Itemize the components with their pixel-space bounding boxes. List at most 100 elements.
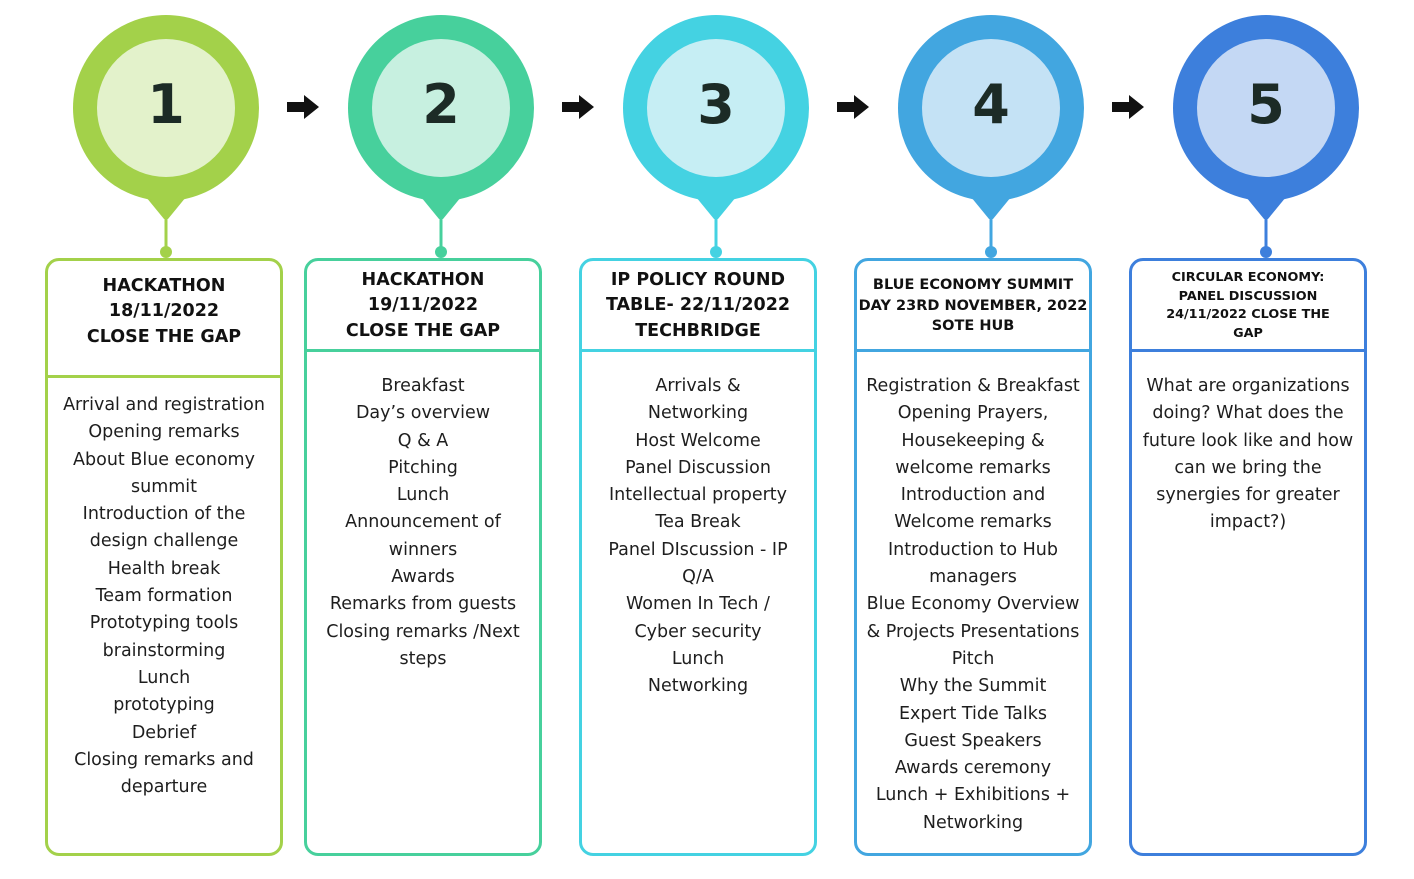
agenda-item: Opening Prayers, (897, 403, 1049, 424)
card-title-line: HACKATHON (361, 269, 485, 290)
agenda-item: Awards ceremony (894, 758, 1052, 779)
agenda-item: Announcement of (345, 512, 501, 533)
agenda-item: Housekeeping & (901, 430, 1045, 451)
agenda-item: Closing remarks /Next (326, 621, 520, 642)
card-title-line: SOTE HUB (931, 318, 1015, 335)
card-divider (304, 349, 542, 352)
agenda-item: Panel DIscussion - IP (608, 539, 788, 560)
step-card-4: BLUE ECONOMY SUMMIT DAY 23RD NOVEMBER, 20… (854, 258, 1092, 856)
agenda-item: Panel Discussion (625, 457, 771, 478)
card-title-line: TABLE- 22/11/2022 (605, 295, 791, 316)
agenda-item: Health break (107, 558, 221, 579)
agenda-item: About Blue economy (73, 449, 255, 470)
agenda-item: Q & A (397, 430, 449, 451)
card-divider (1129, 349, 1367, 352)
right-arrow-icon (836, 94, 870, 120)
agenda-item: Host Welcome (635, 430, 761, 451)
agenda-item: Q/A (682, 567, 714, 588)
pin-shape-icon (73, 15, 259, 258)
step-marker-5: 5 (1173, 15, 1359, 258)
pin-shape-icon (348, 15, 534, 258)
agenda-item: departure (120, 777, 208, 798)
agenda-item: Blue Economy Overview (866, 594, 1080, 615)
step-number: 2 (422, 73, 460, 136)
pin-shape-icon (1173, 15, 1359, 258)
agenda-item: Pitching (388, 457, 458, 478)
step-marker-1: 1 (73, 15, 259, 258)
card-title-line: GAP (1233, 325, 1263, 341)
agenda-item: & Projects Presentations (866, 621, 1080, 642)
agenda-item: prototyping (113, 695, 215, 716)
agenda-item: Guest Speakers (904, 730, 1042, 751)
card-title-line: HACKATHON (102, 275, 226, 296)
agenda-item: future look like and how (1142, 430, 1354, 451)
agenda-item: What are organizations (1146, 376, 1350, 396)
agenda-item: doing? What does the (1152, 403, 1344, 424)
card-divider (579, 349, 817, 352)
card-title-line: TECHBRIDGE (635, 320, 761, 341)
step-marker-4: 4 (898, 15, 1084, 258)
card-divider (854, 349, 1092, 352)
agenda-item: Lunch + Exhibitions + (875, 785, 1071, 806)
agenda-item: Expert Tide Talks (899, 703, 1047, 724)
agenda-item: Debrief (131, 722, 197, 743)
card-title: BLUE ECONOMY SUMMIT DAY 23RD NOVEMBER, 20… (857, 261, 1089, 351)
agenda-item: Day’s overview (355, 403, 491, 424)
agenda-item: Introduction to Hub (887, 539, 1059, 560)
step-marker-2: 2 (348, 15, 534, 258)
agenda-item: Welcome remarks (894, 512, 1052, 533)
agenda-item: Pitch (951, 648, 995, 669)
card-title-line: BLUE ECONOMY SUMMIT (872, 277, 1074, 294)
agenda-item: Women In Tech / (626, 594, 770, 615)
agenda-item: Arrivals & (655, 376, 741, 396)
card-title-line: DAY 23RD NOVEMBER, 2022 (858, 297, 1088, 314)
agenda-item: Team formation (95, 586, 233, 607)
card-title-line: 19/11/2022 (367, 295, 479, 316)
agenda-item: Networking (647, 676, 749, 697)
card-divider (45, 375, 283, 378)
agenda-item: Lunch (396, 485, 450, 506)
agenda-item: steps (399, 648, 447, 669)
right-arrow-icon (286, 94, 320, 120)
agenda-item: summit (130, 476, 198, 497)
card-title-line: CIRCULAR ECONOMY: (1171, 270, 1325, 285)
agenda-item: brainstorming (102, 640, 226, 661)
agenda-item: design challenge (89, 531, 239, 552)
agenda-item: synergies for greater (1156, 485, 1340, 506)
agenda-item: Prototyping tools (89, 613, 239, 634)
agenda-item: Lunch (137, 667, 191, 688)
agenda-item: Breakfast (381, 376, 465, 396)
card-title-line: 18/11/2022 (108, 301, 220, 322)
agenda-item: Networking (647, 403, 749, 424)
agenda-item: Closing remarks and (74, 749, 254, 770)
right-arrow-icon (1111, 94, 1145, 120)
agenda-item: Opening remarks (88, 422, 240, 443)
agenda-item: Remarks from guests (329, 594, 517, 615)
agenda-item: Tea Break (655, 512, 741, 533)
card-title-line: CLOSE THE GAP (345, 320, 501, 341)
card-title-line: IP POLICY ROUND (610, 269, 786, 290)
card-title-line: PANEL DISCUSSION (1178, 288, 1318, 304)
agenda-item: Cyber security (634, 621, 762, 642)
agenda-item: Networking (922, 812, 1024, 833)
agenda-list: What are organizations doing? What does t… (1138, 373, 1358, 537)
agenda-item: Why the Summit (899, 676, 1047, 697)
pin-shape-icon (623, 15, 809, 258)
agenda-item: Introduction of the (82, 504, 246, 525)
step-number: 4 (972, 73, 1010, 136)
agenda-item: Intellectual property (608, 485, 787, 506)
step-number: 5 (1247, 73, 1285, 136)
step-number: 3 (697, 73, 735, 136)
card-title-line: CLOSE THE GAP (86, 326, 242, 347)
